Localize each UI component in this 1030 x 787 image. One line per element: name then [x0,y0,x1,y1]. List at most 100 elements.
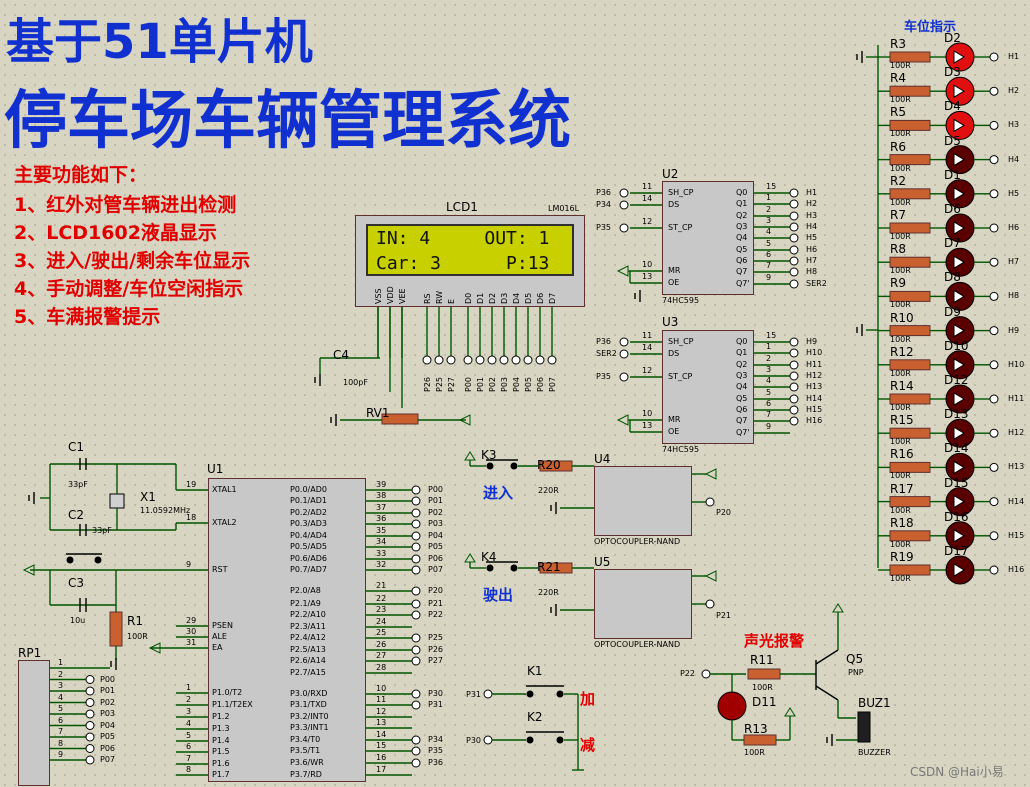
mcu-right-num: 16 [376,753,387,762]
k3-label: 进入 [483,484,514,502]
led-resistor-ref: R18 [890,515,914,530]
mcu-ref: U1 [207,462,224,476]
lcd-screen: IN: 4 OUT: 1 Car: 3 P:13 [366,224,574,276]
mcu-right-num: 12 [376,707,387,716]
lcd-pin-label: D7 [548,292,557,304]
ground-arrow [616,265,629,277]
mcu-net-label: P26 [428,645,444,654]
mcu-left-pin: PSEN [212,621,233,630]
mcu-right-pin: P2.5/A13 [290,645,326,654]
led-resistor-value: 100R [890,300,911,310]
mcu-net-label: P27 [428,656,444,665]
led-resistor-ref: R19 [890,550,914,564]
net-terminal [789,348,799,358]
mcu-right-num: 27 [376,651,387,660]
u2-out-net: H7 [806,256,818,265]
net-terminal [411,758,421,768]
led-resistor-ref: R6 [890,139,906,154]
u2-in-num: 12 [642,217,653,226]
led-diode-ref: D17 [944,544,969,558]
mcu-net-label: P07 [428,565,444,574]
rp1-net-label: P04 [100,720,116,730]
led-resistor-ref: R16 [890,447,914,462]
led-resistor-ref: R15 [890,413,914,428]
switch-contact [486,564,494,572]
u3-out-net: H9 [806,337,818,346]
mcu-net-label: P06 [428,554,444,563]
net-terminal [789,245,799,255]
u3-out-pin: Q4 [736,382,748,391]
led-resistor-ref: R10 [890,310,914,325]
mcu-left-num: 31 [186,638,197,647]
rp1-pin-num: 1 [58,658,64,667]
net-terminal [989,189,999,199]
led-diode-ref: D12 [944,373,969,387]
led-heading: 车位指示 [904,20,957,35]
u2-out-num: 5 [766,239,772,248]
net-terminal [789,267,799,277]
switch-contact [556,690,564,698]
mcu-right-num: 15 [376,741,387,750]
net-terminal [411,633,421,643]
mcu-left-num: 18 [186,513,197,522]
mcu-left-pin: RST [212,565,228,574]
u2-out-pin: Q2 [736,211,748,220]
led-diode-ref: D2 [944,31,961,45]
net-terminal [547,355,557,365]
u2-in-net: P35 [596,223,612,232]
u2-in-net: P34 [596,200,612,209]
led-resistor-ref: R5 [890,105,906,120]
u2-in-num: 10 [642,260,653,269]
led-diode-symbol [953,221,965,235]
net-terminal [475,355,485,365]
title-line-1: 基于51单片机 [6,14,313,70]
r1-value: 100R [127,632,148,641]
net-terminal [789,256,799,266]
net-terminal [989,155,999,165]
mcu-right-num: 26 [376,640,387,649]
net-terminal [511,355,521,365]
u3-in-num: 10 [642,409,653,418]
switch-contact [526,736,534,744]
u3-out-num: 6 [766,399,772,408]
lcd-net-label: P02 [488,376,497,392]
net-terminal [619,349,629,359]
u3-out-net: H14 [806,394,823,403]
u3-out-pin: Q3 [736,371,748,380]
u3-in-pin: DS [668,349,680,358]
net-terminal [705,599,715,609]
switch-contact [526,690,534,698]
lcd-net-label: P04 [512,376,521,392]
r11-ref: R11 [750,653,774,667]
switch-contact [510,564,518,572]
u3-out-pin: Q2 [736,360,748,369]
net-terminal [989,257,999,267]
u3-in-pin: OE [668,427,680,436]
lcd-pin-label: D3 [500,292,509,304]
u3-out-num: 7 [766,410,772,419]
u5-net: P21 [716,611,732,620]
u5-body [594,569,692,639]
lcd-net-label: P27 [447,376,456,392]
net-terminal [989,86,999,96]
u3-out-net: H10 [806,348,823,357]
net-terminal [85,744,95,753]
mcu-left-pin: P1.5 [212,747,230,756]
mcu-net-label: P22 [428,610,444,619]
u2-out-num: 7 [766,261,772,270]
led-diode-symbol [953,460,965,475]
net-terminal [701,669,711,679]
mcu-right-pin: P0.4/AD4 [290,531,327,540]
c1-value: 33pF [68,480,88,489]
lcd-line-2: Car: 3 P:13 [376,253,550,274]
u2-in-num: 11 [642,182,653,191]
net-terminal [411,565,421,575]
led-resistor-ref: R17 [890,481,914,496]
q5-ref: Q5 [846,652,864,666]
mcu-right-num: 38 [376,491,387,500]
net-terminal [989,326,999,336]
lcd-net-label: P06 [536,376,545,392]
lcd-net-label: P25 [435,376,444,392]
mcu-net-label: P00 [428,485,444,494]
led-resistor-value: 100R [890,403,911,412]
